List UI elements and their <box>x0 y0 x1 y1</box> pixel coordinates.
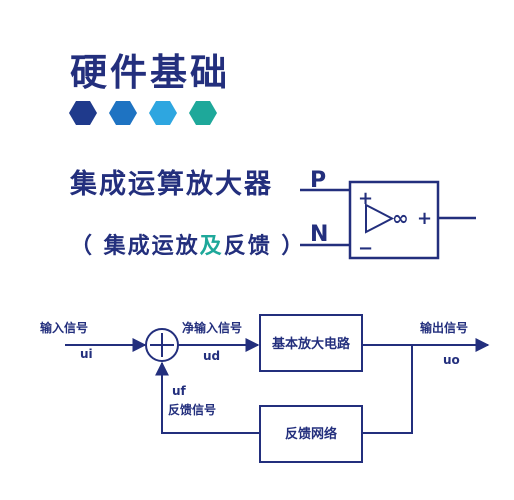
feedback-var: uf <box>172 384 187 398</box>
n-label: N <box>310 222 328 247</box>
feedback-block-label: 反馈网络 <box>285 426 337 442</box>
p-label: P <box>310 168 326 193</box>
page-title: 硬件基础 <box>70 51 230 94</box>
hexagon-dark-blue <box>69 101 97 125</box>
plus-input-sign: + <box>358 188 373 209</box>
input-var: ui <box>80 347 93 361</box>
section-heading: 集成运算放大器 <box>70 169 273 200</box>
feedback-block-diagram: 输入信号 ui 净输入信号 ud 基本放大电路 输出信号 uo uf 反馈信号 … <box>40 314 490 463</box>
infinity-symbol: ∞ <box>392 206 409 230</box>
net-input-label: 净输入信号 <box>182 320 242 335</box>
amp-block-label: 基本放大电路 <box>271 336 351 352</box>
amp-block-box <box>259 314 363 372</box>
output-var: uo <box>443 353 460 367</box>
opamp-triangle-icon <box>365 203 395 234</box>
hexagon-row <box>69 101 217 125</box>
subheading-highlight: 及 <box>199 234 224 259</box>
feedback-label: 反馈信号 <box>168 402 216 417</box>
section-subheading: （ 集成运放及反馈 ） <box>70 228 305 260</box>
subheading-part-2: 反馈 ） <box>223 234 306 259</box>
opamp-box <box>348 180 440 260</box>
net-input-var: ud <box>203 349 220 363</box>
subheading-part-1: （ 集成运放 <box>70 234 200 259</box>
plus-output-sign: + <box>417 208 432 229</box>
hexagon-blue <box>109 101 137 125</box>
output-label: 输出信号 <box>420 320 468 335</box>
minus-input-sign: − <box>358 238 373 259</box>
hexagon-light-blue <box>149 101 177 125</box>
feedback-arrow <box>155 361 260 434</box>
hexagon-teal <box>189 101 217 125</box>
opamp-symbol: P N + − ∞ + <box>300 168 476 260</box>
feedback-return-wire <box>362 345 413 434</box>
input-label: 输入信号 <box>40 320 88 335</box>
